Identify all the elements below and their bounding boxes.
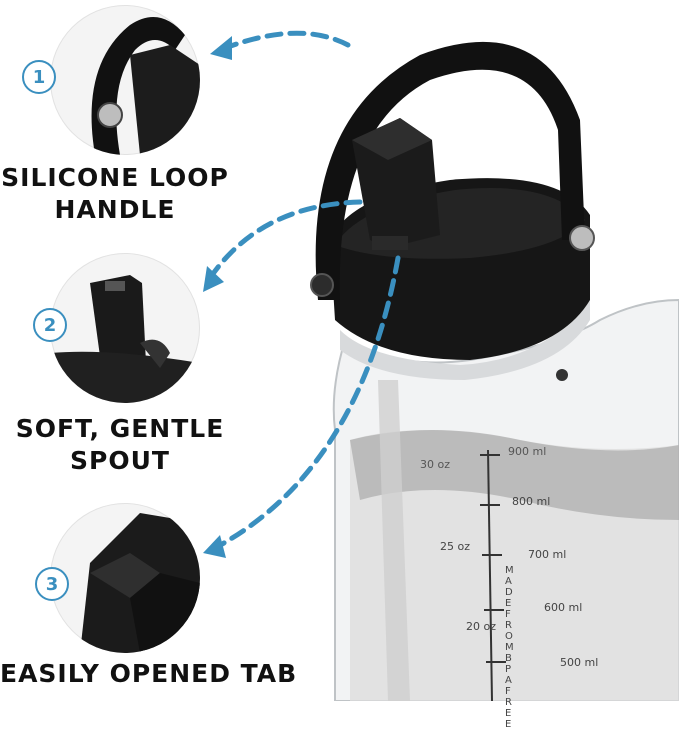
feature-number-2: 2 [33, 308, 67, 342]
ml-mark-5: 500 ml [560, 656, 599, 669]
feature-number-3: 3 [35, 567, 69, 601]
feature-caption-1-line1: SILICONE LOOP [1, 163, 229, 192]
product-infographic: 30 oz 25 oz 20 oz 900 ml 800 ml 700 ml 6… [0, 5, 679, 730]
feature-caption-2-line1: SOFT, GENTLE [15, 414, 225, 443]
lid-vent [556, 369, 568, 381]
bottle-neck [340, 300, 590, 380]
ml-mark-4: 600 ml [544, 601, 583, 614]
scale-line [487, 449, 493, 701]
spout-tab [372, 236, 408, 250]
ml-mark-3: 700 ml [528, 548, 567, 561]
feature-number-1: 1 [22, 60, 56, 94]
ml-mark-2: 800 ml [512, 495, 551, 508]
tab-closeup [50, 503, 200, 653]
oz-mark-2: 25 oz [440, 540, 470, 553]
oz-mark-3: 20 oz [466, 620, 496, 633]
feature-caption-2: SOFT, GENTLE SPOUT [5, 413, 235, 477]
feature-caption-3-line1: EASILY OPENED TAB [0, 659, 298, 688]
handle-pin-left [310, 273, 334, 297]
feature-caption-2-line2: SPOUT [70, 446, 170, 475]
oz-mark-1: 30 oz [420, 458, 450, 471]
water-bottle-illustration [310, 41, 679, 701]
handle-closeup [50, 5, 200, 155]
feature-caption-3: EASILY OPENED TAB [0, 658, 298, 690]
spout-tip [352, 118, 432, 160]
water-surface [350, 430, 679, 520]
handle-loop [315, 41, 585, 300]
tube-text: MADE FROM BPA FREE [505, 565, 514, 730]
feature-caption-1: SILICONE LOOP HANDLE [0, 162, 230, 226]
handle-pin-right [569, 225, 595, 251]
ml-mark-1: 900 ml [508, 445, 547, 458]
spout-closeup [50, 253, 200, 403]
feature-caption-1-line2: HANDLE [54, 195, 176, 224]
scale-ticks [480, 454, 506, 663]
